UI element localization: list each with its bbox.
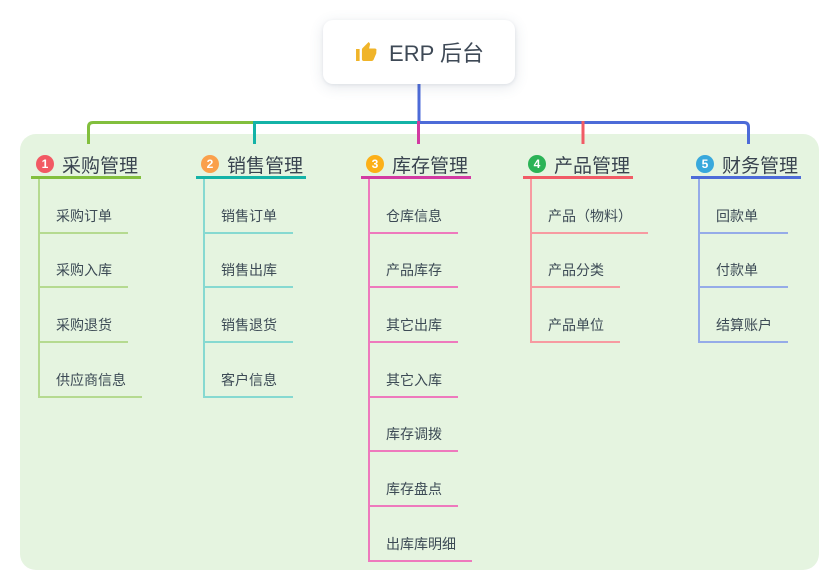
- thumbs-up-icon: [356, 42, 377, 61]
- mindmap-child-node[interactable]: 供应商信息: [40, 343, 142, 398]
- mindmap-child-node[interactable]: 销售订单: [205, 179, 293, 234]
- branch-label: 财务管理: [722, 155, 799, 177]
- branch-label: 库存管理: [392, 155, 469, 177]
- branch-product: 4 产品管理 产品（物料） 产品分类产品单位: [523, 146, 648, 344]
- mindmap-child-node[interactable]: 结算账户: [700, 288, 788, 344]
- mindmap-child-node[interactable]: 回款单: [700, 179, 788, 234]
- child-node-label: 出库库明细: [386, 535, 456, 552]
- mindmap-child-node[interactable]: 仓库信息: [370, 179, 458, 234]
- branch-sales: 2 销售管理 销售订单销售出库销售退货客户信息: [196, 146, 307, 398]
- child-node-label: 采购退货: [56, 317, 112, 334]
- child-node-label: 付款单: [716, 262, 758, 279]
- mindmap-child-node[interactable]: 销售退货: [205, 288, 293, 344]
- mindmap-child-node[interactable]: 产品库存: [370, 234, 458, 289]
- badge-number-3: 3: [366, 155, 384, 173]
- child-node-label: 产品分类: [548, 262, 604, 279]
- branch-children-product: 产品（物料） 产品分类产品单位: [530, 179, 648, 344]
- child-node-label: 回款单: [716, 207, 758, 224]
- mindmap-child-node[interactable]: 采购入库: [40, 234, 128, 289]
- child-node-label: 其它出库: [386, 317, 442, 334]
- badge-number-1: 1: [36, 155, 54, 173]
- branch-head-inventory[interactable]: 3 库存管理: [361, 146, 472, 179]
- child-node-label: 销售出库: [221, 262, 277, 279]
- badge-number-5: 5: [696, 155, 714, 173]
- mindmap-child-node[interactable]: 产品（物料）: [532, 179, 648, 234]
- branch-label: 采购管理: [62, 155, 139, 177]
- branch-children-finance: 回款单付款单结算账户: [698, 179, 788, 344]
- child-node-label: 客户信息: [221, 371, 277, 388]
- branch-head-purchase[interactable]: 1 采购管理: [31, 146, 142, 179]
- child-node-label: 其它入库: [386, 371, 442, 388]
- mindmap-child-node[interactable]: 付款单: [700, 234, 788, 289]
- branch-children-sales: 销售订单销售出库销售退货客户信息: [203, 179, 293, 398]
- mindmap-child-node[interactable]: 其它入库: [370, 343, 458, 398]
- mindmap-child-node[interactable]: 产品单位: [532, 288, 620, 344]
- mindmap-child-node[interactable]: 产品分类: [532, 234, 620, 289]
- mindmap-child-node[interactable]: 库存盘点: [370, 452, 458, 508]
- mindmap-child-node[interactable]: 采购退货: [40, 288, 128, 344]
- child-node-label: 仓库信息: [386, 207, 442, 224]
- child-node-label: 库存盘点: [386, 481, 442, 498]
- mindmap-child-node[interactable]: 出库库明细: [370, 507, 472, 562]
- branch-head-sales[interactable]: 2 销售管理: [196, 146, 307, 179]
- branch-children-inventory: 仓库信息产品库存其它出库其它入库库存调拨库存盘点出库库明细: [368, 179, 472, 562]
- root-node-erp[interactable]: ERP 后台: [323, 20, 515, 84]
- mindmap-child-node[interactable]: 采购订单: [40, 179, 128, 234]
- branch-head-finance[interactable]: 5 财务管理: [691, 146, 802, 179]
- child-node-label: 产品单位: [548, 317, 604, 334]
- root-node-label: ERP 后台: [389, 41, 484, 66]
- branch-inventory: 3 库存管理 仓库信息产品库存其它出库其它入库库存调拨库存盘点出库库明细: [361, 146, 472, 562]
- badge-number-2: 2: [201, 155, 219, 173]
- branch-label: 销售管理: [227, 155, 304, 177]
- mindmap-child-node[interactable]: 其它出库: [370, 288, 458, 344]
- badge-number-4: 4: [528, 155, 546, 173]
- child-node-label: 采购入库: [56, 262, 112, 279]
- child-node-label: 供应商信息: [56, 371, 126, 388]
- child-node-label: 采购订单: [56, 207, 112, 224]
- mindmap-board: [20, 134, 819, 570]
- branch-purchase: 1 采购管理 采购订单采购入库采购退货供应商信息: [31, 146, 142, 398]
- branch-head-product[interactable]: 4 产品管理: [523, 146, 634, 179]
- mindmap-child-node[interactable]: 客户信息: [205, 343, 293, 398]
- child-node-label: 销售订单: [221, 207, 277, 224]
- branch-finance: 5 财务管理 回款单付款单结算账户: [691, 146, 802, 344]
- child-node-label: 产品（物料）: [548, 207, 632, 224]
- child-node-label: 产品库存: [386, 262, 442, 279]
- mindmap-child-node[interactable]: 库存调拨: [370, 398, 458, 453]
- child-node-label: 销售退货: [221, 317, 277, 334]
- mindmap-child-node[interactable]: 销售出库: [205, 234, 293, 289]
- child-node-label: 结算账户: [716, 317, 772, 334]
- child-node-label: 库存调拨: [386, 426, 442, 443]
- branch-label: 产品管理: [554, 155, 631, 177]
- branch-children-purchase: 采购订单采购入库采购退货供应商信息: [38, 179, 142, 398]
